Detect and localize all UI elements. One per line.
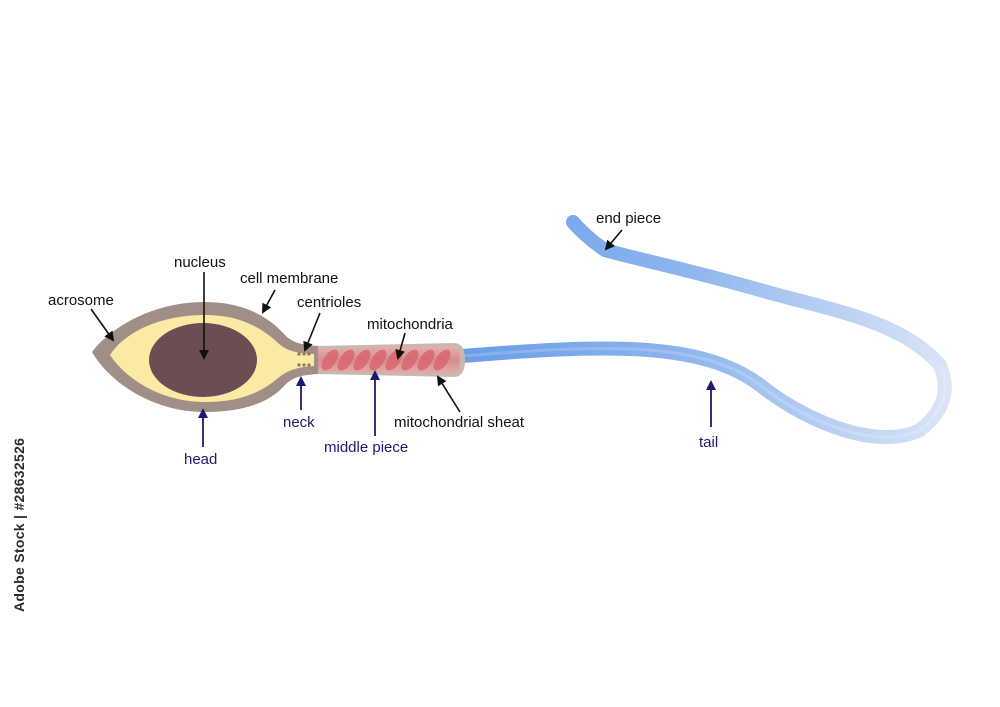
label-mitochondrial-sheat: mitochondrial sheat [394,414,525,431]
middle-piece [316,343,465,377]
label-acrosome: acrosome [48,292,114,309]
sperm-head [92,302,318,412]
label-head: head [184,451,217,468]
label-end-piece: end piece [596,210,661,227]
end-piece-arrow [604,229,623,251]
label-tail: tail [699,434,718,451]
mitochondria-arrow [395,332,406,360]
centrioles [297,352,311,367]
tail [455,215,952,444]
mitochondrial-sheat-arrow [436,375,461,413]
nucleus [149,323,257,397]
label-cell-membrane: cell membrane [240,270,338,287]
label-neck: neck [283,414,315,431]
label-nucleus: nucleus [174,254,226,271]
tail-core [461,346,947,439]
stock-id-watermark: Adobe Stock | #28632526 [11,437,27,612]
cell-membrane-arrow [262,289,276,314]
label-middle-piece: middle piece [324,439,408,456]
acrosome-arrow [90,308,115,342]
label-centrioles: centrioles [297,294,361,311]
centrioles-arrow [303,312,321,352]
label-mitochondria: mitochondria [367,316,454,333]
